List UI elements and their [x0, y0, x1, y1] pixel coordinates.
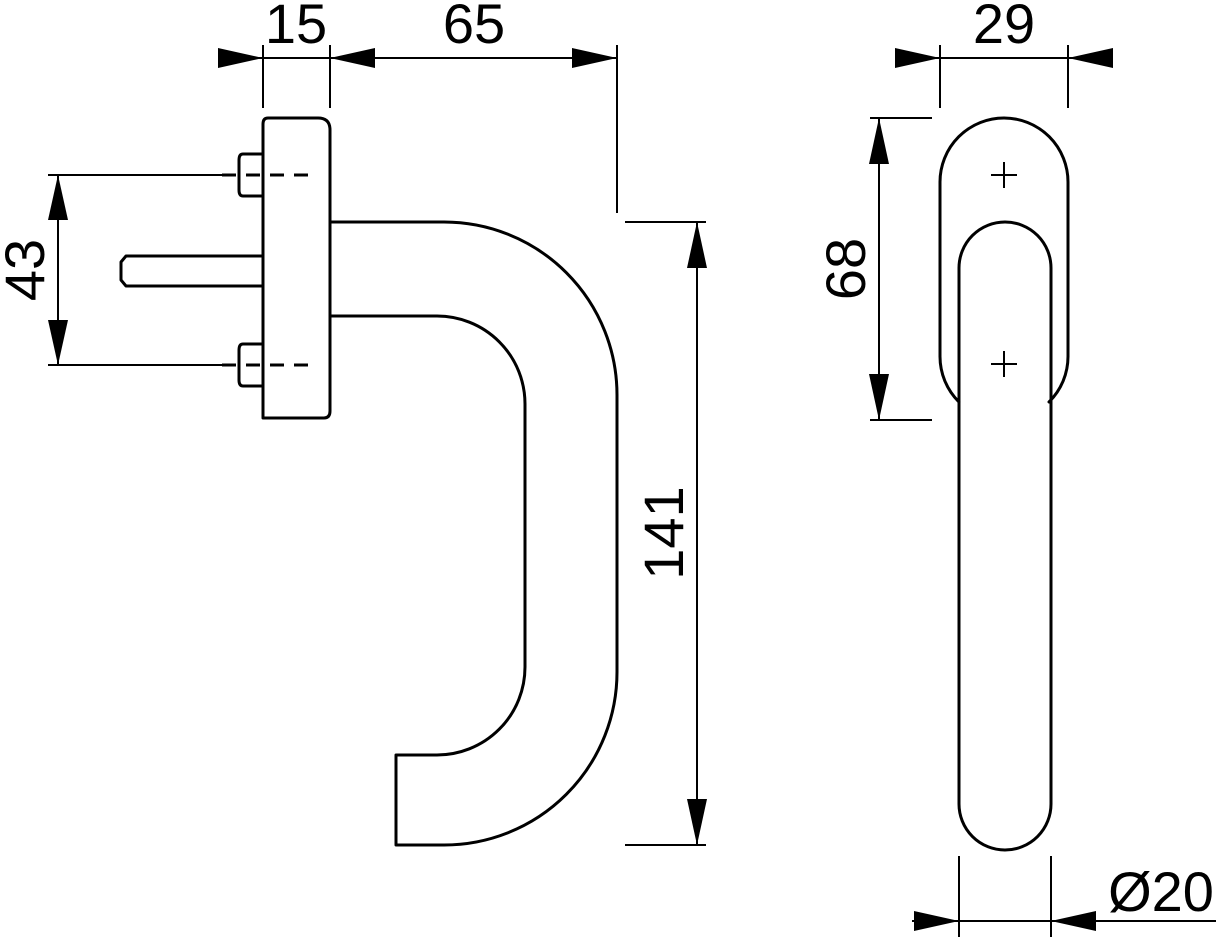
dim-141-arrow-top — [687, 222, 707, 268]
dim-15-arrow-right — [330, 48, 375, 68]
front-bottom-screw-mark — [991, 351, 1017, 377]
dim-68-arrow-top — [869, 118, 889, 164]
dim-20-arrow-left — [914, 911, 959, 931]
front-rose-plate — [938, 116, 1070, 404]
dim-43-label: 43 — [0, 239, 56, 301]
side-rose-plate — [261, 116, 332, 420]
dim-65-label: 65 — [443, 0, 505, 55]
dim-15-label: 15 — [265, 0, 327, 55]
side-handle-body — [328, 220, 619, 847]
dim-141-arrow-bottom — [687, 799, 707, 845]
dim-68-label: 68 — [814, 238, 877, 300]
dim-29-arrow-right — [1068, 48, 1113, 68]
side-bottom-screw — [237, 342, 265, 388]
side-view: 15 65 43 141 — [0, 0, 707, 847]
dim-68-arrow-bottom — [869, 374, 889, 420]
dim-15-arrow-left — [218, 48, 263, 68]
dim-20-label: Ø20 — [1108, 860, 1214, 923]
front-top-screw-mark — [991, 162, 1017, 188]
front-handle-grip — [957, 220, 1053, 852]
dim-29-label: 29 — [973, 0, 1035, 55]
side-spindle — [119, 254, 265, 288]
dim-43-arrow-top — [48, 175, 68, 220]
dim-43-arrow-bottom — [48, 320, 68, 365]
dim-20-arrow-right — [1051, 911, 1096, 931]
front-view: 29 68 Ø20 — [814, 0, 1216, 937]
side-top-screw — [237, 152, 265, 198]
dim-29-arrow-left — [895, 48, 940, 68]
dim-141-label: 141 — [632, 486, 695, 579]
dim-65-arrow-right — [572, 48, 617, 68]
